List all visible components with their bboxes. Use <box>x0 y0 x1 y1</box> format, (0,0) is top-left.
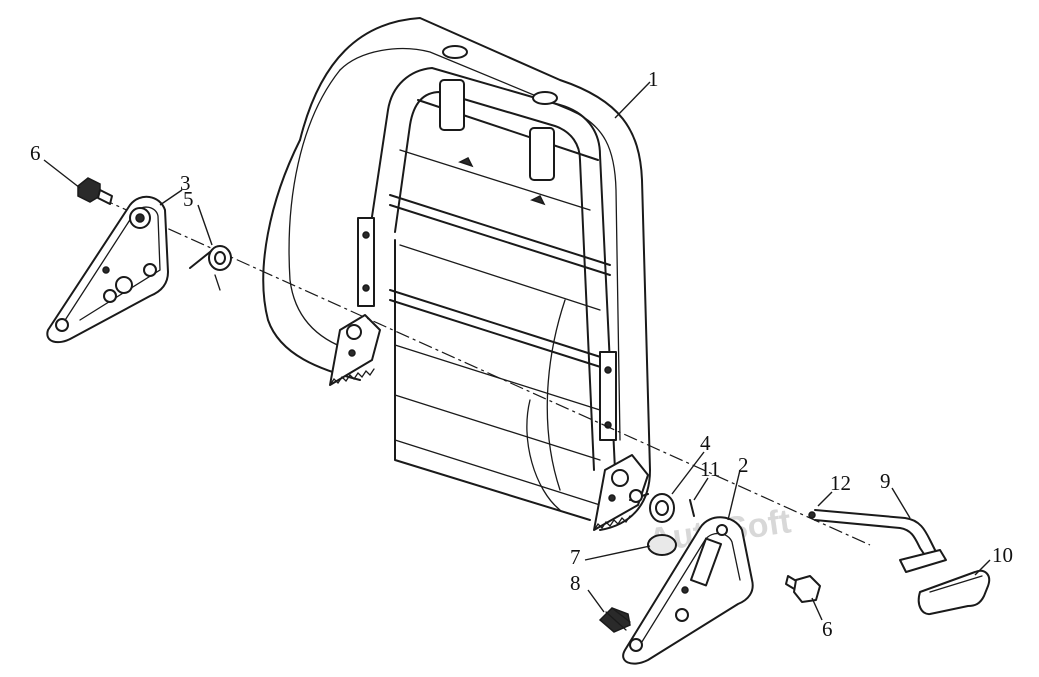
label-6-left: 6 <box>30 141 41 165</box>
label-10: 10 <box>992 543 1013 567</box>
label-7: 7 <box>570 545 581 569</box>
label-4: 4 <box>700 431 711 455</box>
right-hinge-plate <box>622 516 754 665</box>
label-5: 5 <box>183 187 194 211</box>
bolt-left <box>77 177 113 205</box>
recline-lever-9 <box>808 509 947 573</box>
seat-back-frame <box>329 45 649 531</box>
spring-washer-5 <box>189 245 232 291</box>
label-8: 8 <box>570 571 581 595</box>
label-11: 11 <box>700 457 720 481</box>
cam-7 <box>647 534 677 556</box>
pin-11 <box>689 499 695 517</box>
spring-8 <box>598 607 631 633</box>
label-6-right: 6 <box>822 617 833 641</box>
left-hinge-plate <box>46 195 169 344</box>
bolt-right <box>785 575 821 603</box>
lever-knob-10 <box>917 569 991 616</box>
label-9: 9 <box>880 469 891 493</box>
label-2: 2 <box>738 453 749 477</box>
callout-leaders <box>43 81 991 621</box>
label-12: 12 <box>830 471 851 495</box>
seat-back-cushion-outline <box>262 17 651 531</box>
pivot-axis-centerline <box>99 197 871 546</box>
bushing-4 <box>629 489 675 523</box>
label-1: 1 <box>648 67 659 91</box>
label-3: 3 <box>180 171 191 195</box>
